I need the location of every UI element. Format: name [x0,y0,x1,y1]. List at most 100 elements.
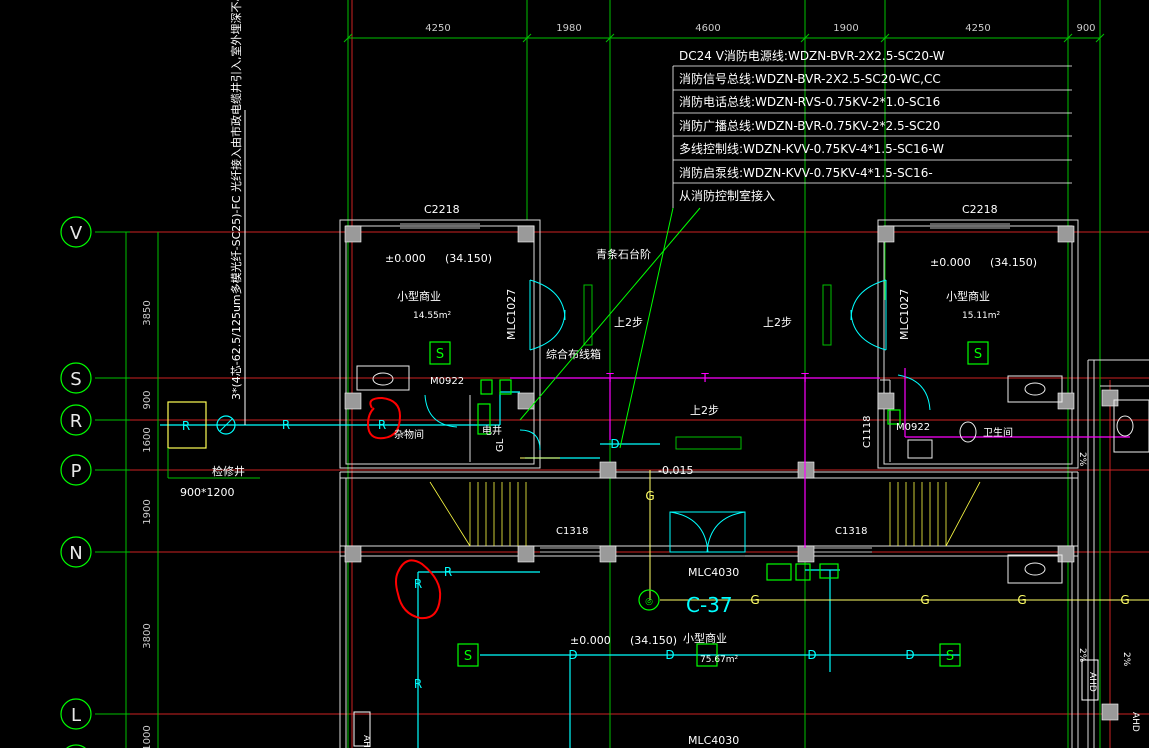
label-up2-b: 上2步 [763,316,792,329]
label-elev-bottom: ±0.000 [570,634,611,647]
svg-text:D: D [610,437,619,451]
svg-text:T: T [800,371,809,385]
axis-label-s: S [70,369,81,390]
svg-text:D: D [568,648,577,662]
label-ahd-left-bottom: AHD [361,735,371,748]
label-m0922-right: M0922 [896,422,930,433]
axis-bubble-l [60,698,92,730]
label-mlc4030-bottom: MLC4030 [688,734,739,747]
axis-bubble-n [60,536,92,568]
dim-top-3: 4600 [695,23,720,34]
legend-line-1: DC24 V消防电源线:WDZN-BVR-2X2.5-SC20-W [679,48,945,63]
label-c1318-right: C1318 [835,526,867,537]
annotation-circles [366,396,442,620]
legend-line-3: 消防电话总线:WDZN-RVS-0.75KV-2*1.0-SC16 [679,94,940,109]
dim-top-2: 1980 [556,23,581,34]
fiber-note: 3*(4芯-62.5/125um多模光纤-SC25)-FC 光纤接入由市政电缆井… [229,0,243,400]
label-lvl-bottom: (34.150) [630,634,677,647]
label-storage: 杂物间 [394,428,424,441]
legend-line-4: 消防广播总线:WDZN-BVR-0.75KV-2*2.5-SC20 [679,118,940,133]
svg-text:R: R [282,418,290,432]
svg-text:S: S [974,347,982,362]
label-c2218-left: C2218 [424,203,460,216]
svg-text:T: T [605,371,614,385]
label-lvl-left: (34.150) [445,252,492,265]
svg-text:S: S [464,649,472,664]
svg-text:G: G [1017,593,1026,607]
label-elec-well: 电井 [482,424,502,437]
label-mlc4030-top: MLC4030 [688,566,739,579]
legend-line-6: 消防启泵线:WDZN-KVV-0.75KV-4*1.5-SC16- [679,165,933,180]
label-mlc-left: MLC1027 [505,289,518,340]
equipment-symbols [429,341,989,667]
label-toilet: 卫生间 [983,426,1013,439]
label-shop-right: 小型商业 [946,289,990,303]
svg-text:R: R [444,565,452,579]
dimension-lines [95,0,1105,748]
svg-text:G: G [920,593,929,607]
axis-label-n: N [69,543,82,564]
svg-text:S: S [436,347,444,362]
label-c37: C-37 [686,593,733,617]
label-c1118: C1118 [862,416,873,448]
dim-left-6: 1000 [142,725,153,748]
label-up2-a: 上2步 [614,316,643,329]
dim-top-4: 1900 [833,23,858,34]
top-dimensions: 4250 1980 4600 1900 4250 900 [425,23,1095,34]
axis-bubble-s [60,362,92,394]
label-ahd-right-bot: AHD [1130,712,1140,732]
label-neg-elev: -0.015 [658,464,693,477]
label-dim-right-3: 2% [1121,652,1131,667]
dim-top-5: 4250 [965,23,990,34]
label-gl: GL [495,438,506,452]
legend-table [672,65,1072,208]
svg-text:D: D [905,648,914,662]
axis-bubbles [60,216,92,748]
left-dimensions: 3850 900 1600 1900 3800 1000 [142,300,153,748]
label-area-right: 15.11m² [962,311,1001,321]
dim-top-6: 900 [1076,23,1095,34]
inspection-well [167,401,207,449]
svg-text:T: T [700,371,709,385]
legend-line-5: 多线控制线:WDZN-KVV-0.75KV-4*1.5-SC16-W [679,142,944,156]
svg-text:R: R [414,577,422,591]
axis-bubble-v [60,216,92,248]
dim-top-1: 4250 [425,23,450,34]
label-elev-left: ±0.000 [385,252,426,265]
axis-label-l: L [71,705,81,726]
label-m0922-left: M0922 [430,376,464,387]
axis-label-v: V [70,223,83,244]
svg-text:G: G [750,593,759,607]
label-area-left: 14.55m² [413,311,452,321]
dim-left-3: 1600 [142,427,153,452]
label-well-size: 900*1200 [180,486,235,499]
svg-text:G: G [1120,593,1129,607]
label-area-bottom: 75.67m² [700,655,739,665]
label-shop-left: 小型商业 [397,289,441,303]
doors [424,279,931,553]
svg-text:G: G [645,489,654,503]
svg-text:D: D [807,648,816,662]
label-dim-right-1: 2% [1077,452,1087,467]
label-elev-right: ±0.000 [930,256,971,269]
stairs [429,481,981,547]
svg-text:R: R [182,419,190,433]
dim-left-5: 3800 [142,623,153,648]
svg-text:◎: ◎ [645,597,653,607]
dim-left-2: 900 [142,390,153,409]
label-dim-right-2: 2% [1077,648,1087,663]
label-lvl-right: (34.150) [990,256,1037,269]
columns [344,225,1119,721]
label-up2-c: 上2步 [690,404,719,417]
label-wiring-box: 综合布线箱 [546,347,601,361]
label-mlc-right: MLC1027 [898,289,911,340]
label-inspection-well: 检修井 [212,464,245,478]
dim-left-4: 1900 [142,499,153,524]
svg-text:R: R [378,418,386,432]
legend-line-7: 从消防控制室接入 [679,188,775,203]
label-stone-step: 青条石台阶 [596,247,651,261]
axis-bubble-p [60,454,92,486]
svg-text:R: R [414,677,422,691]
signal-line [520,457,1149,601]
